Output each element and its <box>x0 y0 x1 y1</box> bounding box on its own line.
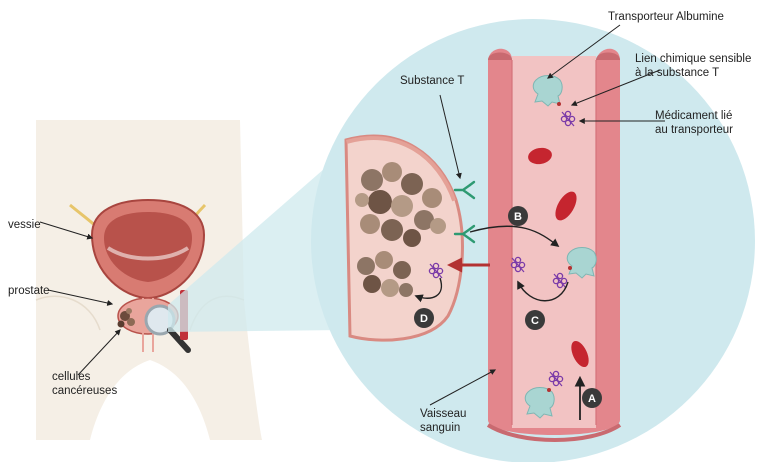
svg-text:A: A <box>588 393 596 405</box>
tumor-cluster <box>357 251 413 297</box>
cancer-cell <box>117 320 125 328</box>
red-blood-cell <box>555 191 577 221</box>
chemical-link <box>557 102 561 106</box>
red-blood-cell <box>528 147 552 165</box>
label-prostate: prostate <box>8 285 50 297</box>
step-d-badge: D <box>414 308 434 328</box>
step-c-arrow <box>517 280 569 302</box>
tumor-cluster <box>355 162 446 247</box>
chemical-link <box>568 266 572 270</box>
red-blood-cell <box>571 340 589 368</box>
label-lien-1: Lien chimique sensible <box>635 53 751 65</box>
bladder-inner <box>104 212 192 282</box>
step-a-badge: A <box>582 388 602 408</box>
label-medicament-2: au transporteur <box>655 124 733 136</box>
zoom-cone <box>168 155 345 332</box>
svg-text:B: B <box>514 211 522 223</box>
step-b-badge: B <box>508 206 528 226</box>
albumin-transporter <box>524 387 555 419</box>
step-c-badge: C <box>525 310 545 330</box>
step-b-arrow <box>469 225 560 248</box>
label-vessie: vessie <box>8 219 41 231</box>
label-substance-t: Substance T <box>400 75 464 87</box>
cancer-cell <box>126 308 132 314</box>
label-medicament-1: Médicament lié <box>655 110 732 122</box>
svg-text:C: C <box>531 315 539 327</box>
label-vaisseau-2: sanguin <box>420 422 460 434</box>
prostate-tissue <box>344 134 464 342</box>
cancer-cell <box>127 318 135 326</box>
step-d-arrow <box>414 277 443 303</box>
svg-text:D: D <box>420 313 428 325</box>
leader-lines <box>39 24 665 406</box>
label-cellules-1: cellules <box>52 371 91 383</box>
albumin-transporter <box>566 247 597 279</box>
chemical-link <box>547 388 551 392</box>
label-transporteur: Transporteur Albumine <box>608 11 724 23</box>
label-cellules-2: cancéreuses <box>52 385 117 397</box>
albumin-transporter <box>532 75 563 107</box>
label-lien-2: à la substance T <box>635 67 719 79</box>
label-vaisseau-1: Vaisseau <box>420 408 466 420</box>
